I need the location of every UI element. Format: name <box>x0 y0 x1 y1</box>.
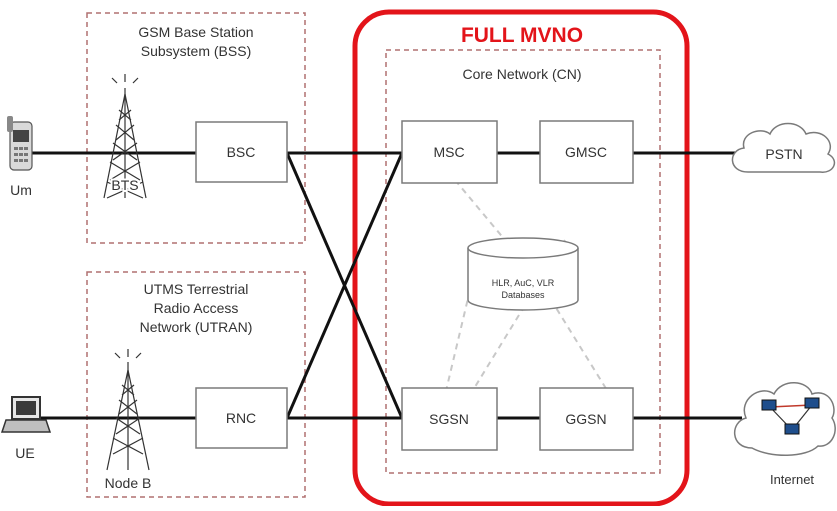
sgsn-label: SGSN <box>429 411 469 427</box>
msc-label: MSC <box>433 144 464 160</box>
nodeb-label: Node B <box>105 475 152 491</box>
bss-title-line2: Subsystem (BSS) <box>141 43 251 59</box>
msc-db-link <box>454 179 506 241</box>
rnc-msc-cross-link <box>285 152 404 419</box>
full-mvno-title: FULL MVNO <box>461 24 583 47</box>
db-sgsn-cross-link <box>469 239 566 396</box>
bts-label: BTS <box>111 177 138 193</box>
mobile-phone-icon <box>7 116 33 171</box>
msc-node: MSC <box>401 120 498 184</box>
pstn-label: PSTN <box>765 146 802 162</box>
db-sgsn-link <box>444 289 471 396</box>
sgsn-node: SGSN <box>401 387 498 451</box>
cloud-icon <box>731 122 836 173</box>
antenna-tower-icon <box>103 74 147 199</box>
cloud-icon <box>733 382 836 456</box>
core-network-region <box>385 49 661 474</box>
utran-title-line2: Radio Access <box>154 300 239 316</box>
um-label: Um <box>10 182 32 198</box>
ggsn-node: GGSN <box>539 387 634 451</box>
ue-label: UE <box>15 445 34 461</box>
database-label-line1: HLR, AuC, VLR <box>492 278 555 288</box>
bss-title-line1: GSM Base Station <box>138 24 253 40</box>
bsc-node: BSC <box>195 121 288 183</box>
antenna-tower-icon <box>106 349 150 471</box>
laptop-icon <box>0 396 52 433</box>
db-ggsn-link <box>544 289 611 396</box>
utran-region <box>86 271 306 498</box>
utran-title-line1: UTMS Terrestrial <box>144 281 249 297</box>
rnc-label: RNC <box>226 410 256 426</box>
gmsc-node: GMSC <box>539 120 634 184</box>
internet-label: Internet <box>770 472 814 487</box>
network-nodes-icon <box>761 397 820 435</box>
core-network-title: Core Network (CN) <box>462 66 581 82</box>
ggsn-label: GGSN <box>565 411 606 427</box>
database-label-line2: Databases <box>501 290 545 300</box>
bsc-label: BSC <box>227 144 256 160</box>
database-icon: HLR, AuC, VLR Databases <box>467 237 579 311</box>
gmsc-label: GMSC <box>565 144 607 160</box>
rnc-node: RNC <box>195 387 288 449</box>
bss-region <box>86 12 306 244</box>
utran-title-line3: Network (UTRAN) <box>140 319 253 335</box>
